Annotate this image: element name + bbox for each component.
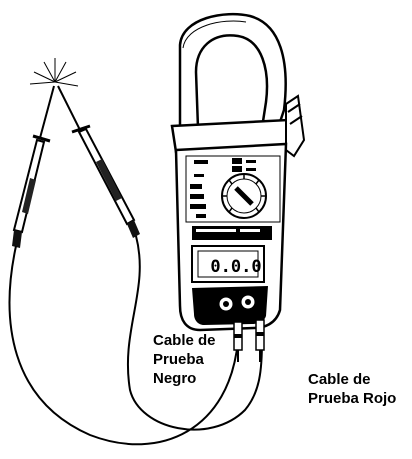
black-lead-label-line-1: Cable de	[153, 332, 216, 349]
lead-plugs	[233, 319, 265, 362]
red-probe	[57, 85, 140, 238]
meter-jaw	[178, 12, 287, 130]
red-lead-label-line-1: Cable de	[308, 371, 371, 388]
clamp-meter: 0.0.0	[170, 12, 306, 332]
lcd-display: 0.0.0	[191, 245, 265, 283]
lcd-reading: 0.0.0	[210, 257, 261, 277]
black-lead-label: Cable de Prueba Negro	[153, 331, 216, 388]
rotary-selector-knob	[221, 173, 267, 219]
jaw-trigger	[285, 94, 306, 158]
black-probe	[12, 85, 55, 248]
red-lead-label-line-2: Prueba Rojo	[308, 390, 397, 407]
test-lead-cables	[8, 235, 263, 446]
red-lead-label: Cable de Prueba Rojo	[308, 370, 396, 408]
black-lead-label-line-2: Prueba	[153, 351, 204, 368]
black-lead-label-line-3: Negro	[153, 370, 197, 387]
spark-icon	[29, 58, 79, 87]
